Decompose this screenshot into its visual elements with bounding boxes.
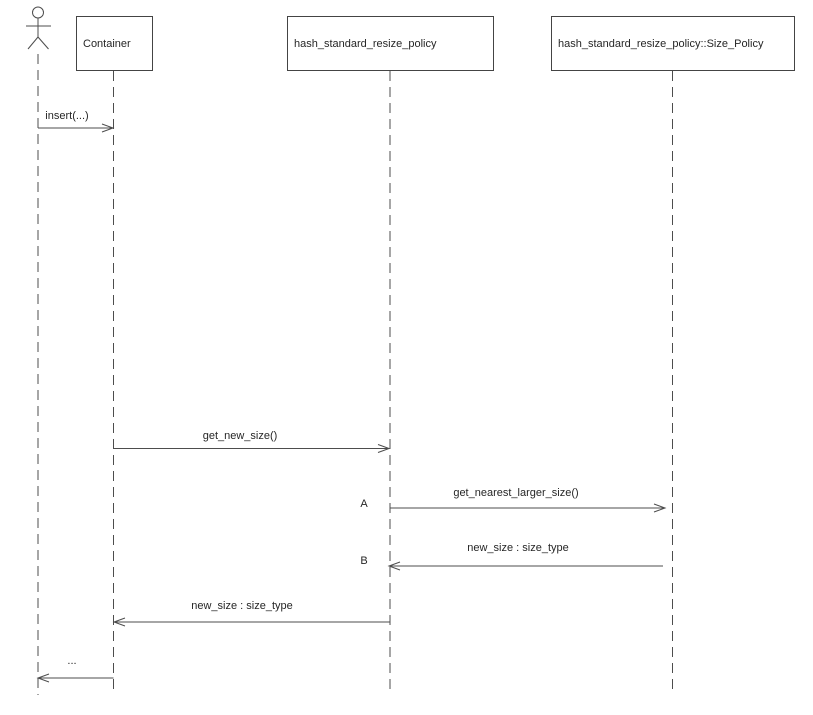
message-label-get-new-size: get_new_size() [202,430,278,442]
participant-box-hash-standard-resize-policy: hash_standard_resize_policy [287,16,494,71]
arrowhead-left-icon [387,561,401,571]
message-arrow-insert [38,123,115,133]
participant-box-container: Container [76,16,153,71]
actor-leg-right [37,36,49,50]
message-label-new-size-to-container: new_size : size_type [191,600,293,612]
arrowhead-right-icon [653,503,667,513]
message-label-return-new-size: new_size : size_type [467,542,569,554]
message-label-insert: insert(...) [45,110,89,122]
arrowhead-left-icon [36,673,50,683]
actor-icon [26,6,51,50]
participant-label: Container [83,37,131,50]
message-arrow-new-size-to-container [112,617,390,627]
participant-box-size-policy: hash_standard_resize_policy::Size_Policy [551,16,795,71]
actor-head [32,6,44,19]
arrowhead-right-icon [377,444,391,453]
message-arrow-get-nearest-larger-size [390,503,667,513]
message-arrow-get-new-size [113,444,391,453]
arrowhead-right-icon [101,123,115,133]
arrowhead-left-icon [112,617,126,627]
message-arrow-return-new-size [387,561,663,571]
message-label-ellipsis: ... [67,655,77,667]
participant-label: hash_standard_resize_policy::Size_Policy [558,37,764,50]
message-label-get-nearest-larger-size: get_nearest_larger_size() [453,487,579,499]
message-arrow-ellipsis [36,673,114,683]
participant-label: hash_standard_resize_policy [294,37,437,50]
marker-b: B [360,555,368,567]
actor-leg-left [27,36,39,50]
marker-a: A [360,498,368,510]
